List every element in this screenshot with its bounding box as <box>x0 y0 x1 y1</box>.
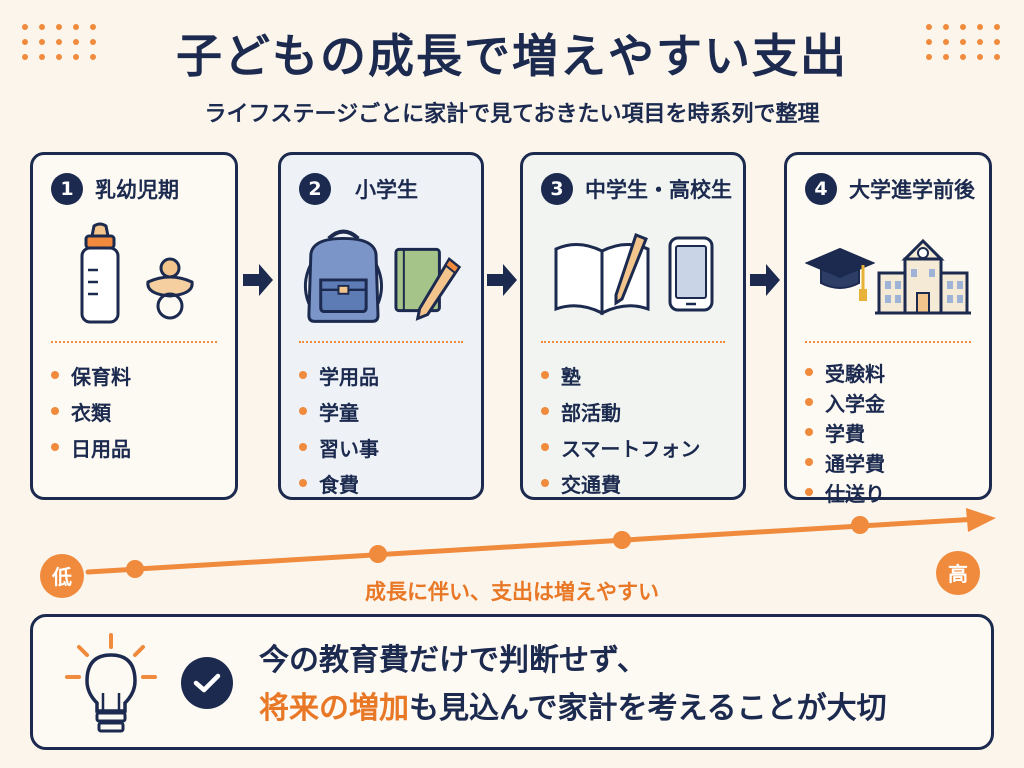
pacifier-icon <box>146 257 194 320</box>
stage-number: 1 <box>51 173 83 205</box>
timeline-caption: 成長に伴い、支出は増えやすい <box>365 580 659 604</box>
stage-divider <box>51 341 217 343</box>
stage-name: 小学生 <box>355 178 418 202</box>
stage-name: 乳幼児期 <box>95 178 179 202</box>
growth-timeline: 低 高 <box>40 508 996 598</box>
stage-number: 4 <box>805 173 837 205</box>
timeline-dot <box>126 560 144 578</box>
arrow-right-icon <box>750 264 780 296</box>
stage-card-university: 4 大学進学前後 受 <box>784 152 992 506</box>
list-item: 入学金 <box>805 387 971 417</box>
low-label: 低 <box>51 565 72 589</box>
list-item: 食費 <box>299 465 463 501</box>
list-item: 部活動 <box>541 393 725 429</box>
list-item: 塾 <box>541 357 725 393</box>
list-item: 通学費 <box>805 447 971 477</box>
stage-card-infant: 1 乳幼児期 保育料 衣類 日用品 <box>30 152 238 500</box>
stage-divider <box>541 341 725 343</box>
smartphone-icon <box>668 236 714 312</box>
list-item: 習い事 <box>299 429 463 465</box>
list-item: 仕送り <box>805 477 971 507</box>
list-item: スマートフォン <box>541 429 725 465</box>
message-line-1: 今の教育費だけで判断せず、 <box>259 643 647 678</box>
message-highlight: 将来の増加 <box>259 691 409 726</box>
stage-number: 2 <box>299 173 331 205</box>
decorative-dots-right <box>926 24 1002 60</box>
stage-number: 3 <box>541 173 573 205</box>
key-message-box: 今の教育費だけで判断せず、 将来の増加も見込んで家計を考えることが大切 <box>30 614 994 750</box>
list-item: 受験料 <box>805 357 971 387</box>
arrow-right-icon <box>243 264 273 296</box>
check-icon <box>181 657 233 709</box>
high-label: 高 <box>948 562 968 586</box>
stage-divider <box>299 341 463 343</box>
school-building-icon <box>875 238 971 315</box>
stage-name: 大学進学前後 <box>849 178 975 202</box>
message-line-2: 将来の増加も見込んで家計を考えることが大切 <box>259 683 887 731</box>
stage-card-secondary: 3 中学生・高校生 塾 部活動 スマートフォン 交通費 <box>520 152 746 500</box>
list-item: 衣類 <box>51 393 217 429</box>
page-title: 子どもの成長で増えやすい支出 <box>176 29 848 83</box>
key-message: 今の教育費だけで判断せず、 将来の増加も見込んで家計を考えることが大切 <box>259 635 887 731</box>
timeline-dot <box>369 545 387 563</box>
stage-name: 中学生・高校生 <box>585 178 732 202</box>
timeline-dot <box>613 531 631 549</box>
list-item: 学費 <box>805 417 971 447</box>
baby-bottle-icon <box>80 222 120 324</box>
lightbulb-icon <box>65 633 157 733</box>
list-item: 学童 <box>299 393 463 429</box>
graduation-cap-icon <box>805 247 875 301</box>
high-badge <box>936 551 980 595</box>
arrow-right-icon <box>487 264 517 296</box>
list-item: 交通費 <box>541 465 725 501</box>
list-item: 学用品 <box>299 357 463 393</box>
stage-divider <box>805 341 971 343</box>
message-line-2-rest: も見込んで家計を考えることが大切 <box>409 691 887 726</box>
list-item: 保育料 <box>51 357 217 393</box>
notebook-pencil-icon <box>394 247 462 321</box>
timeline-dot <box>851 516 869 534</box>
open-book-icon <box>554 233 650 316</box>
page-subtitle: ライフステージごとに家計で見ておきたい項目を時系列で整理 <box>204 102 820 127</box>
decorative-dots-left <box>22 24 98 60</box>
stage-card-elementary: 2 小学生 学用品 学童 習い事 食費 <box>278 152 484 500</box>
low-badge <box>40 554 84 598</box>
backpack-icon <box>303 229 383 323</box>
list-item: 日用品 <box>51 429 217 465</box>
